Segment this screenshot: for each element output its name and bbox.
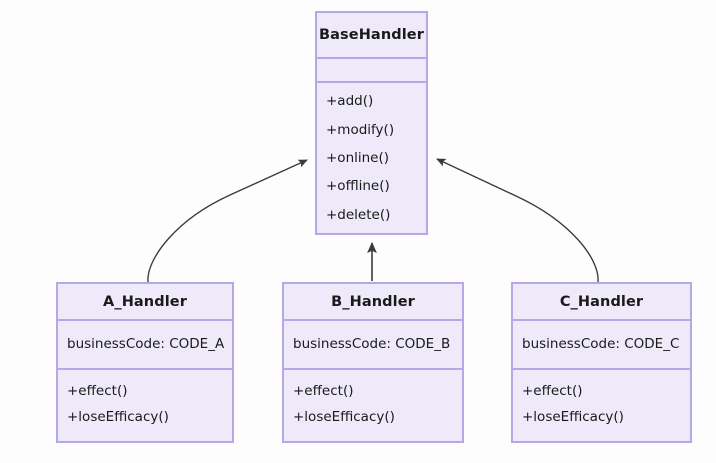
class-method: +effect() — [522, 382, 583, 399]
uml-class-b-handler[interactable]: B_Handler businessCode: CODE_B +effect()… — [282, 282, 464, 443]
class-attributes-compartment: businessCode: CODE_B — [284, 319, 462, 368]
class-method: +effect() — [293, 382, 354, 399]
class-method: +effect() — [67, 382, 128, 399]
class-name-label: C_Handler — [559, 293, 644, 310]
class-methods-compartment: +add() +modify() +online() +offline() +d… — [317, 81, 426, 233]
class-method: +online() — [326, 149, 390, 166]
uml-class-base-handler[interactable]: BaseHandler +add() +modify() +online() +… — [315, 11, 428, 235]
class-attributes-compartment: businessCode: CODE_A — [58, 319, 232, 368]
class-name-compartment: BaseHandler — [317, 13, 426, 57]
uml-class-c-handler[interactable]: C_Handler businessCode: CODE_C +effect()… — [511, 282, 692, 443]
class-attributes-compartment: businessCode: CODE_C — [513, 319, 690, 368]
class-method: +add() — [326, 93, 374, 110]
class-attribute: businessCode: CODE_C — [522, 335, 680, 352]
generalization-edge-a-to-base — [147, 159, 308, 283]
class-method: +modify() — [326, 121, 395, 138]
class-method: +loseEfficacy() — [67, 409, 169, 425]
class-name-label: A_Handler — [103, 293, 187, 310]
uml-class-a-handler[interactable]: A_Handler businessCode: CODE_A +effect()… — [56, 282, 234, 443]
generalization-edge-c-to-base — [436, 158, 599, 283]
class-attribute: businessCode: CODE_B — [293, 335, 451, 352]
class-method: +loseEfficacy() — [293, 409, 395, 425]
class-name-label: B_Handler — [331, 293, 415, 310]
class-methods-compartment: +effect() +loseEfficacy() — [58, 368, 232, 441]
class-name-compartment: C_Handler — [513, 284, 690, 319]
class-attribute: businessCode: CODE_A — [67, 335, 225, 352]
class-name-compartment: A_Handler — [58, 284, 232, 319]
class-name-label: BaseHandler — [319, 27, 424, 43]
class-method: +delete() — [326, 206, 391, 223]
class-attributes-compartment — [317, 57, 426, 81]
class-method: +loseEfficacy() — [522, 409, 624, 425]
class-methods-compartment: +effect() +loseEfficacy() — [513, 368, 690, 441]
class-methods-compartment: +effect() +loseEfficacy() — [284, 368, 462, 441]
class-method: +offline() — [326, 178, 390, 195]
class-name-compartment: B_Handler — [284, 284, 462, 319]
